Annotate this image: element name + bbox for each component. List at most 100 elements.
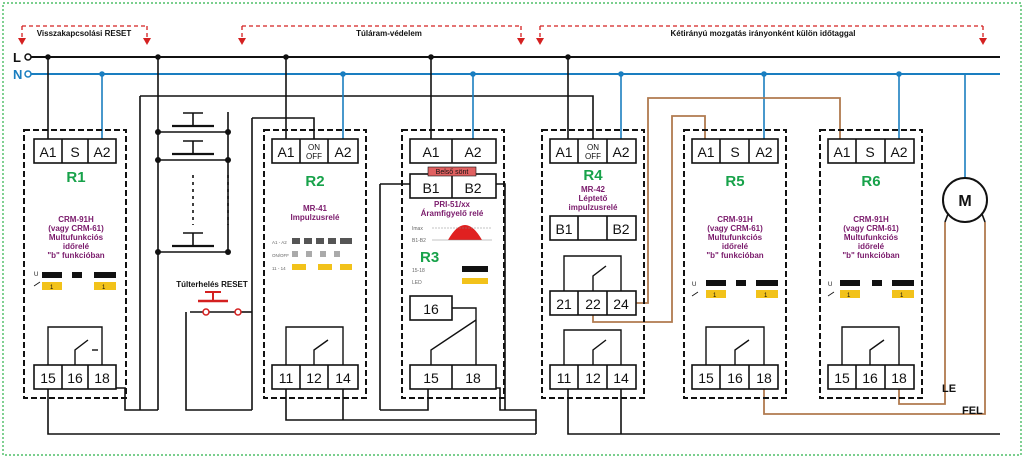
r1-timing-1b: 1	[102, 285, 106, 291]
motor-wires	[592, 97, 986, 415]
r1-terminal-15: 15	[40, 370, 56, 386]
r1-timing-1a: 1	[50, 285, 54, 291]
r1-desc-4: időrelé	[63, 242, 90, 251]
r3-timing: Imax B1-B2 15-18 LED	[412, 225, 492, 286]
r6-desc-4: időrelé	[858, 242, 885, 251]
line-N-label: N	[13, 67, 22, 82]
r3-timing-imax: Imax	[412, 226, 423, 232]
r6-desc-3: Multufunkciós	[844, 233, 899, 242]
r3-terminal-b2: B2	[464, 180, 481, 196]
overload-reset-button[interactable]: Túlterhelés RESET	[176, 280, 248, 316]
r5-terminal-15: 15	[698, 370, 714, 386]
direction-up-label: FEL	[962, 405, 983, 417]
r2-terminal-a2: A2	[334, 144, 351, 160]
r3-terminal-16: 16	[423, 301, 439, 317]
r4-terminal-24: 24	[613, 296, 629, 312]
r6-desc-5: "b" funkcióban	[842, 251, 899, 260]
r2-terminal-12: 12	[306, 370, 322, 386]
r3-name: R3	[420, 249, 439, 266]
r5-desc-3: Multufunkciós	[708, 233, 763, 242]
r4-desc-3: impulzusrelé	[569, 203, 618, 212]
r6-terminal-s: S	[865, 144, 874, 160]
r4-desc-1: MR-42	[581, 185, 606, 194]
relay-r1: A1 S A2 R1 CRM-91H (vagy CRM-61) Multufu…	[23, 129, 127, 399]
r4-terminal-14: 14	[613, 370, 629, 386]
neutral-wires	[101, 74, 966, 180]
r1-desc-5: "b" funkcióban	[47, 251, 104, 260]
r1-name: R1	[66, 169, 85, 186]
r2-desc-2: Impulzusrelé	[291, 213, 340, 222]
r3-timing-led: LED	[412, 280, 422, 286]
r5-terminal-a2: A2	[755, 144, 772, 160]
r4-name: R4	[583, 167, 603, 184]
r1-terminal-s: S	[70, 144, 79, 160]
r6-name: R6	[861, 173, 880, 190]
r6-terminal-a2: A2	[890, 144, 907, 160]
r2-terminal-on: ON	[308, 143, 320, 152]
r3-desc-1: PRI-51/xx	[434, 200, 471, 209]
r4-terminal-21: 21	[556, 296, 572, 312]
r1-terminal-a2: A2	[93, 144, 110, 160]
r1-terminal-18: 18	[94, 370, 110, 386]
r6-timing-u: U	[828, 282, 832, 288]
r5-terminal-s: S	[730, 144, 739, 160]
r1-desc-3: Multufunkciós	[49, 233, 104, 242]
reset-arrow: Visszakapcsolási RESET	[18, 25, 151, 45]
motor: M	[942, 177, 988, 223]
r2-timing: A1 - A2 ON/OFF 11 - 14	[272, 238, 352, 271]
r6-desc-2: (vagy CRM-61)	[843, 224, 899, 233]
pushbutton-stack[interactable]	[158, 112, 229, 253]
direction-down-label: LE	[942, 383, 956, 395]
relay-r5: A1 S A2 R5 CRM-91H (vagy CRM-61) Multufu…	[683, 129, 787, 399]
r2-timing-label-1: A1 - A2	[272, 240, 287, 245]
r3-terminal-15: 15	[423, 370, 439, 386]
reset-arrow-label: Visszakapcsolási RESET	[37, 29, 132, 38]
direction-arrow-label: Kétirányú mozgatás irányonként külön idő…	[671, 29, 856, 38]
r4-terminal-off: OFF	[585, 152, 601, 161]
relay-r2: A1 ON OFF A2 R2 MR-41 Impulzusrelé A1 - …	[263, 129, 367, 399]
r1-terminal-16: 16	[67, 370, 83, 386]
r2-terminal-a1: A1	[277, 144, 294, 160]
r3-timing-1518: 15-18	[412, 268, 425, 274]
line-L-label: L	[13, 50, 21, 65]
r2-terminal-11: 11	[279, 370, 294, 386]
r5-timing-u: U	[692, 282, 696, 288]
r4-terminal-a1: A1	[555, 144, 572, 160]
overcurrent-arrow: Túláram-védelem	[238, 25, 525, 45]
r5-terminal-a1: A1	[697, 144, 714, 160]
r6-terminal-a1: A1	[833, 144, 850, 160]
r6-timing-1a: 1	[847, 293, 851, 299]
overcurrent-arrow-label: Túláram-védelem	[356, 29, 422, 38]
r5-desc-4: időrelé	[722, 242, 749, 251]
motor-symbol: M	[958, 193, 971, 210]
r6-terminal-15: 15	[834, 370, 850, 386]
direction-arrow: Kétirányú mozgatás irányonként külön idő…	[536, 25, 987, 45]
relay-r3: A1 A2 Belső sönt B1 B2 PRI-51/xx Áramfig…	[401, 129, 505, 399]
r4-desc-2: Léptető	[579, 194, 608, 203]
r4-terminal-12: 12	[585, 370, 601, 386]
r3-terminal-18: 18	[465, 370, 481, 386]
r5-timing-1a: 1	[713, 293, 717, 299]
r5-desc-1: CRM-91H	[717, 215, 753, 224]
r5-timing: U 1 1	[691, 280, 778, 299]
r2-terminal-off: OFF	[306, 152, 322, 161]
r2-timing-label-3: 11 - 14	[272, 266, 286, 271]
r1-timing: U 1 1	[33, 272, 116, 291]
r2-timing-label-2: ON/OFF	[272, 253, 289, 258]
r3-terminal-a1: A1	[422, 144, 439, 160]
r1-desc-1: CRM-91H	[58, 215, 94, 224]
r2-terminal-14: 14	[335, 370, 351, 386]
r4-terminal-b1: B1	[555, 221, 572, 237]
overload-reset-label: Túlterhelés RESET	[176, 280, 248, 289]
r3-desc-2: Áramfigyelő relé	[421, 209, 484, 218]
r1-desc-2: (vagy CRM-61)	[48, 224, 104, 233]
r3-terminal-b1: B1	[422, 180, 439, 196]
r6-terminal-18: 18	[891, 370, 907, 386]
r5-timing-1b: 1	[764, 293, 768, 299]
r4-terminal-on: ON	[587, 143, 599, 152]
r3-timing-b1b2: B1-B2	[412, 238, 426, 244]
r3-shunt-label: Belső sönt	[436, 169, 469, 176]
r5-desc-2: (vagy CRM-61)	[707, 224, 763, 233]
